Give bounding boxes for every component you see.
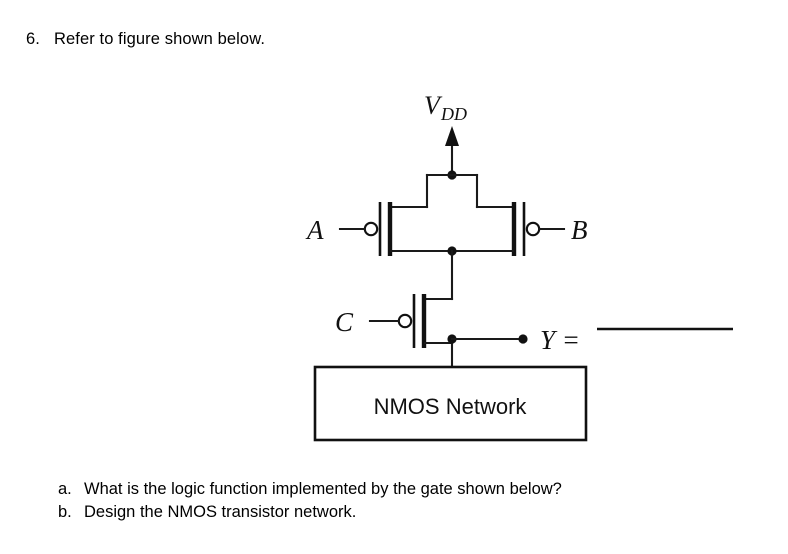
parallel-drain-node [423,246,457,301]
list-item: a. What is the logic function implemente… [58,478,562,501]
pmos-transistor-c: C [335,294,454,348]
question-header: 6. Refer to figure shown below. [26,30,265,49]
question-prompt: Refer to figure shown below. [54,30,265,48]
terminal-dot-icon [518,334,528,344]
sub-question-text: Design the NMOS transistor network. [84,503,357,521]
supply-label: V DD [424,91,467,124]
sub-question-text: What is the logic function implemented b… [84,480,562,498]
supply-label-main: V [424,91,443,120]
output-label: Y = [540,325,580,355]
inversion-bubble-icon [363,221,379,237]
output-node: Y = [447,325,733,369]
supply-label-subscript: DD [440,104,467,124]
pmos-transistor-b: B [450,202,588,256]
input-label-c: C [335,307,354,337]
list-item: b. Design the NMOS transistor network. [58,501,562,524]
nmos-network-label: NMOS Network [374,394,528,419]
sub-question-marker: b. [58,503,72,521]
pmos-transistor-a: A [305,202,454,256]
up-arrow-icon [445,126,459,177]
supply-rail [389,170,515,209]
inversion-bubble-icon [397,313,413,329]
sub-question-marker: a. [58,480,72,498]
input-label-a: A [305,215,324,245]
circuit-figure: V DD A [0,70,788,460]
question-number: 6. [26,30,40,48]
inversion-bubble-icon [525,221,541,237]
sub-questions-list: a. What is the logic function implemente… [58,478,562,524]
nmos-network-box: NMOS Network [313,365,588,442]
input-label-b: B [571,215,588,245]
